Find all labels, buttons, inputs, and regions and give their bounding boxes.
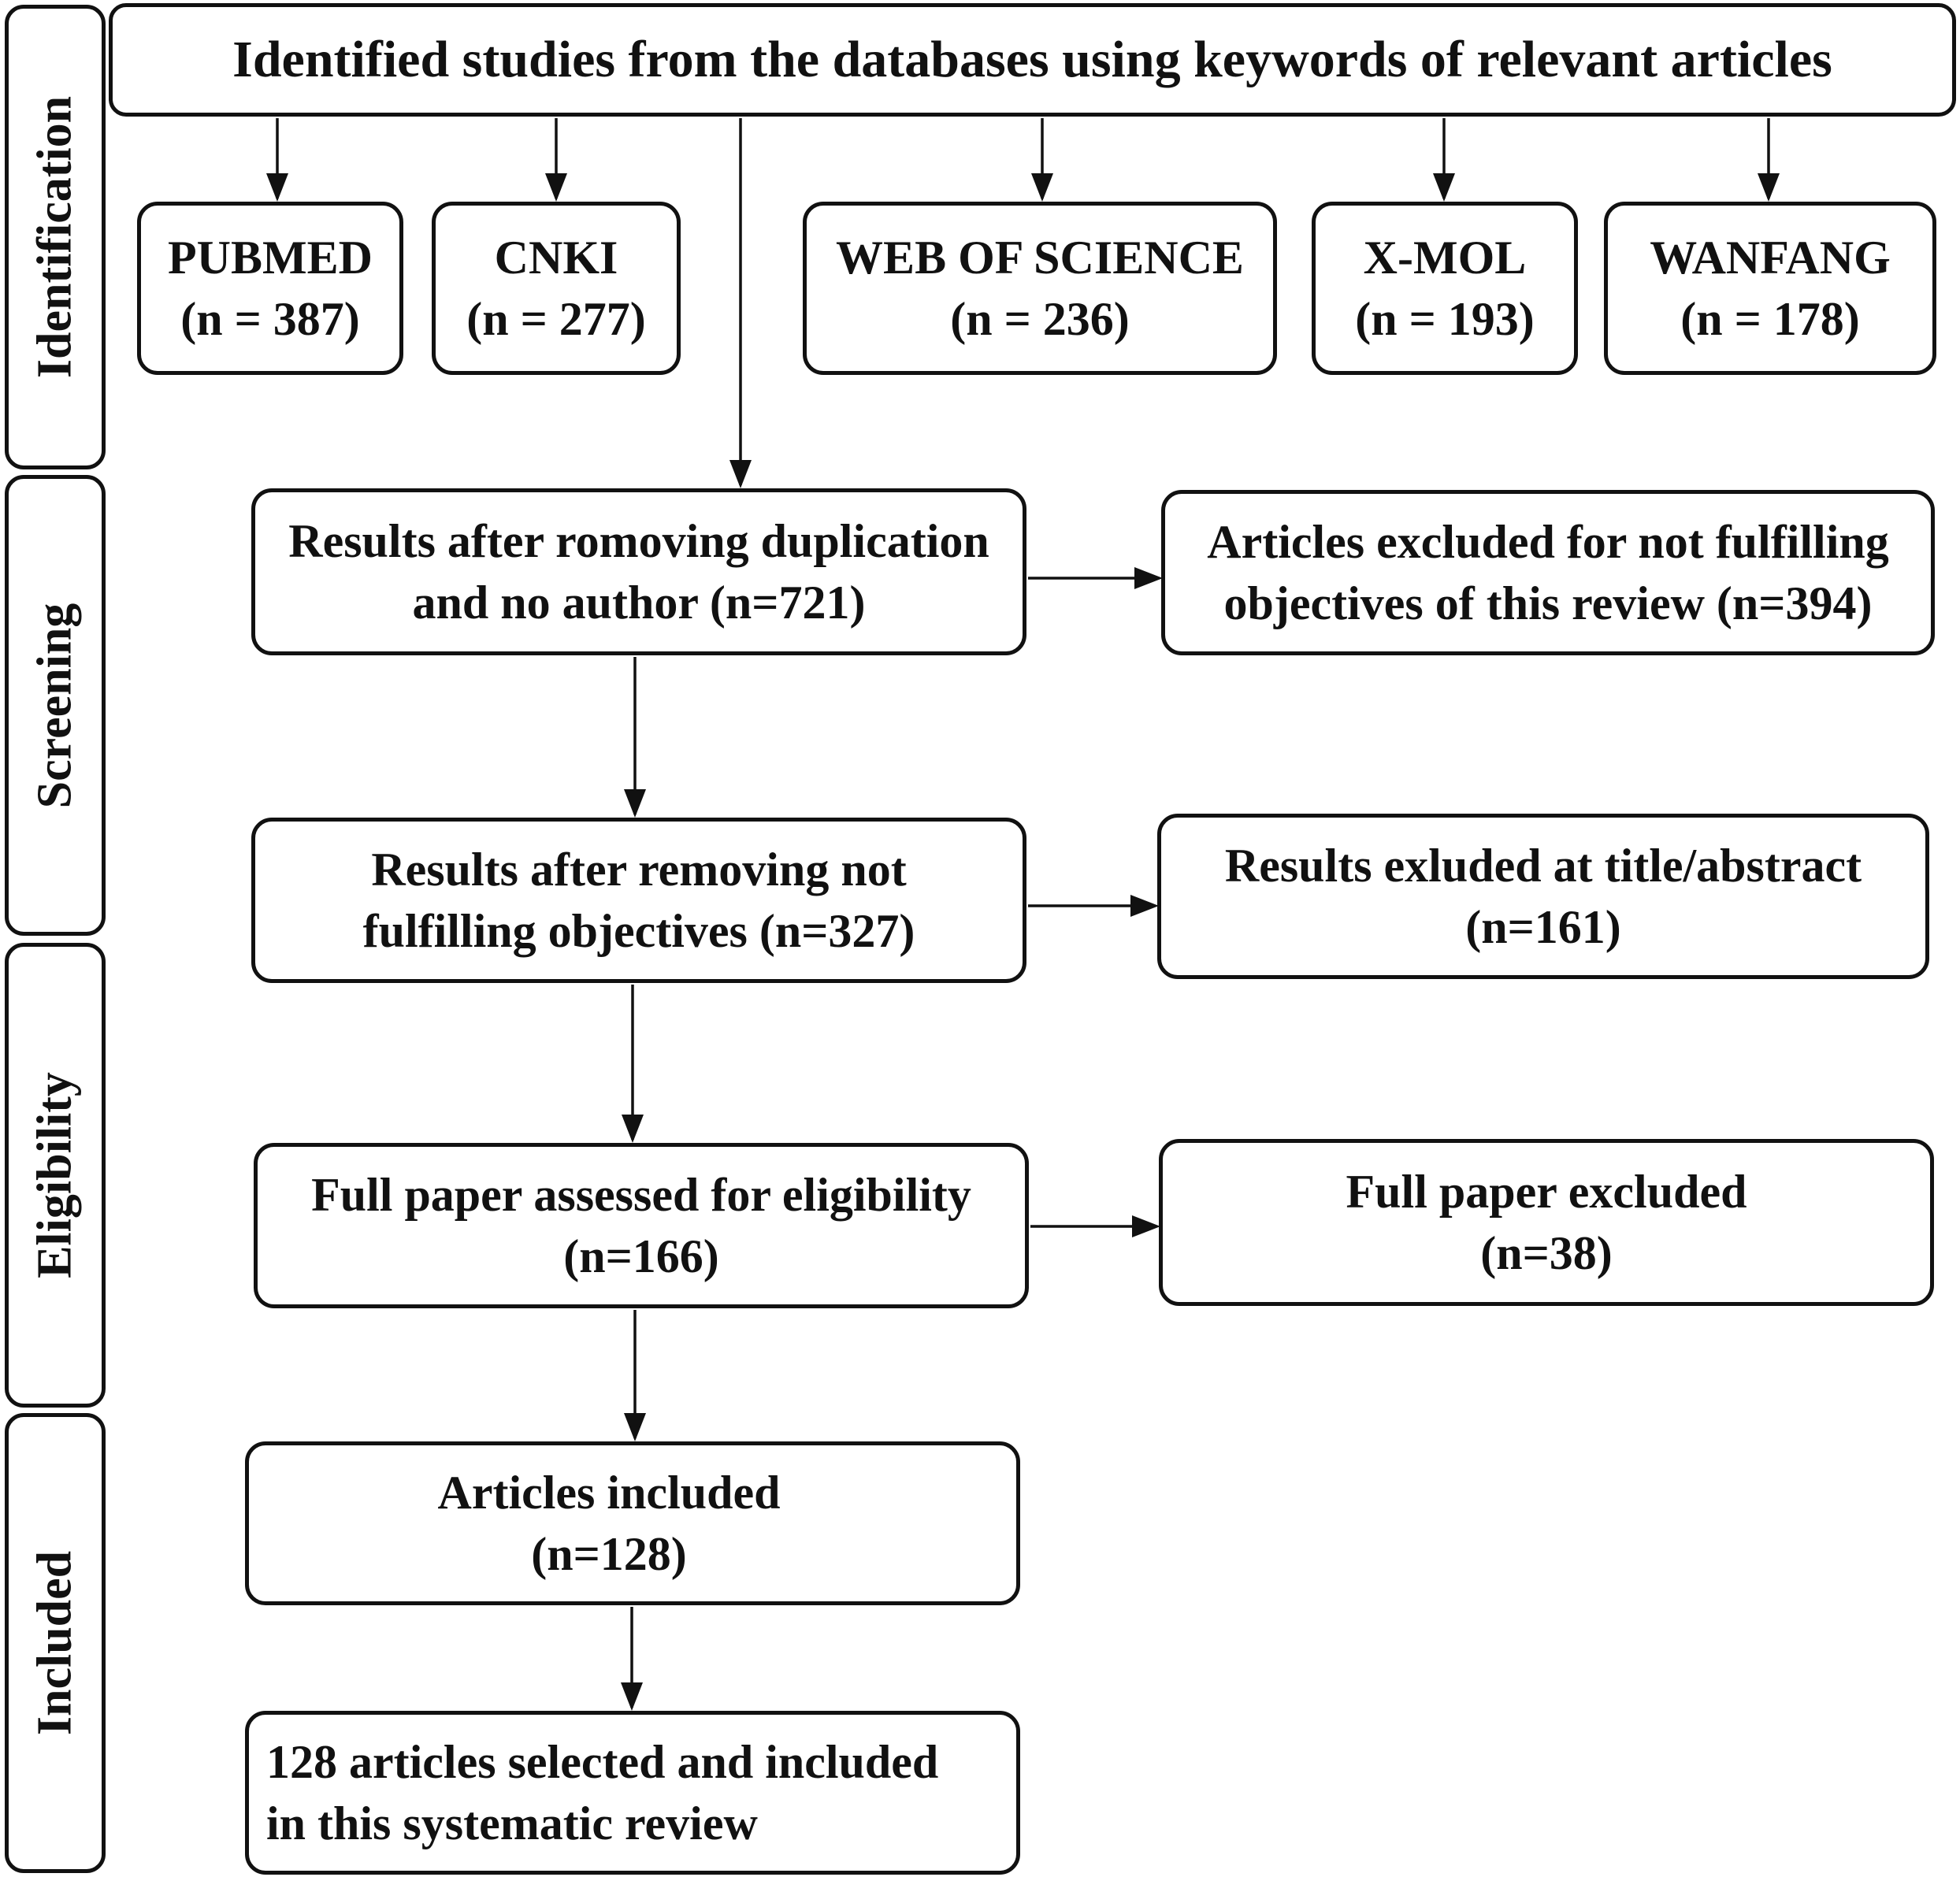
arrowhead-exclude-full-paper [1132,1215,1160,1237]
results-excluded-title-box: Results exluded at title/abstract (n=161… [1157,814,1929,979]
database-box-cnki: CNKI (n = 277) [432,202,681,375]
full-paper-excluded-line1: Full paper excluded [1346,1166,1747,1218]
database-count: (n = 178) [1680,293,1860,345]
database-box-web-of-science: WEB OF SCIENCE (n = 236) [803,202,1277,375]
arrowhead-pubmed [266,173,288,202]
stage-eligibility: Eligibility [5,943,106,1408]
articles-included-line2: (n=128) [531,1528,687,1580]
results-after-objectives-box: Results after removing not fulfilling ob… [251,818,1026,983]
arrowhead-web-of-science [1031,173,1053,202]
database-name: CNKI [494,232,618,284]
results-excluded-title-line2: (n=161) [1465,901,1621,953]
results-after-dedup-line2: and no author (n=721) [412,577,866,629]
articles-excluded-objectives-line2: objectives of this review (n=394) [1223,577,1873,629]
arrowhead-dedup-to-objectives [624,789,646,818]
results-after-dedup-line1: Results after romoving duplication [288,515,989,567]
database-count: (n = 387) [180,293,360,345]
full-paper-assessed-line2: (n=166) [563,1230,719,1282]
arrowhead-eligibility-to-included [624,1413,646,1441]
database-box-x-mol: X-MOL (n = 193) [1312,202,1578,375]
identified-studies-text: Identified studies from the databases us… [232,31,1832,88]
database-box-pubmed: PUBMED (n = 387) [137,202,403,375]
arrowhead-x-mol [1433,173,1455,202]
stage-included: Included [5,1413,106,1873]
full-paper-excluded-line2: (n=38) [1480,1227,1613,1279]
arrowhead-objectives-to-eligibility [622,1115,644,1143]
stage-identification: Identification [5,5,106,469]
database-name: WEB OF SCIENCE [836,232,1244,284]
stage-screening: Screening [5,475,106,936]
results-after-objectives-line2: fulfilling objectives (n=327) [362,905,915,957]
arrowhead-wanfang [1758,173,1780,202]
final-selection-line1: 128 articles selected and included [266,1736,939,1788]
arrowhead-cnki [545,173,567,202]
arrowhead-exclude-objectives [1134,567,1163,589]
articles-excluded-objectives-line1: Articles excluded for not fulfilling [1207,516,1889,568]
full-paper-assessed-line1: Full paper assessed for eligibility [311,1169,971,1221]
full-paper-excluded-box: Full paper excluded (n=38) [1159,1139,1934,1306]
database-name: PUBMED [168,232,373,284]
database-name: X-MOL [1363,232,1527,284]
results-excluded-title-line1: Results exluded at title/abstract [1224,840,1862,892]
database-box-wanfang: WANFANG (n = 178) [1604,202,1936,375]
identified-studies-box: Identified studies from the databases us… [109,3,1956,117]
results-after-objectives-line1: Results after removing not [371,844,907,896]
final-selection-box: 128 articles selected and included in th… [245,1711,1020,1875]
database-count: (n = 193) [1355,293,1535,345]
database-count: (n = 277) [466,293,646,345]
arrowhead-included-to-final [621,1682,643,1711]
results-after-dedup-box: Results after romoving duplication and n… [251,488,1026,655]
arrowhead-screening [729,460,752,488]
full-paper-assessed-box: Full paper assessed for eligibility (n=1… [254,1143,1029,1308]
articles-included-box: Articles included (n=128) [245,1441,1020,1605]
arrowhead-exclude-title [1130,895,1159,917]
articles-excluded-objectives-box: Articles excluded for not fulfilling obj… [1161,490,1935,655]
database-name: WANFANG [1650,232,1891,284]
final-selection-line2: in this systematic review [266,1797,758,1849]
articles-included-line1: Articles included [437,1467,781,1519]
database-count: (n = 236) [950,293,1130,345]
